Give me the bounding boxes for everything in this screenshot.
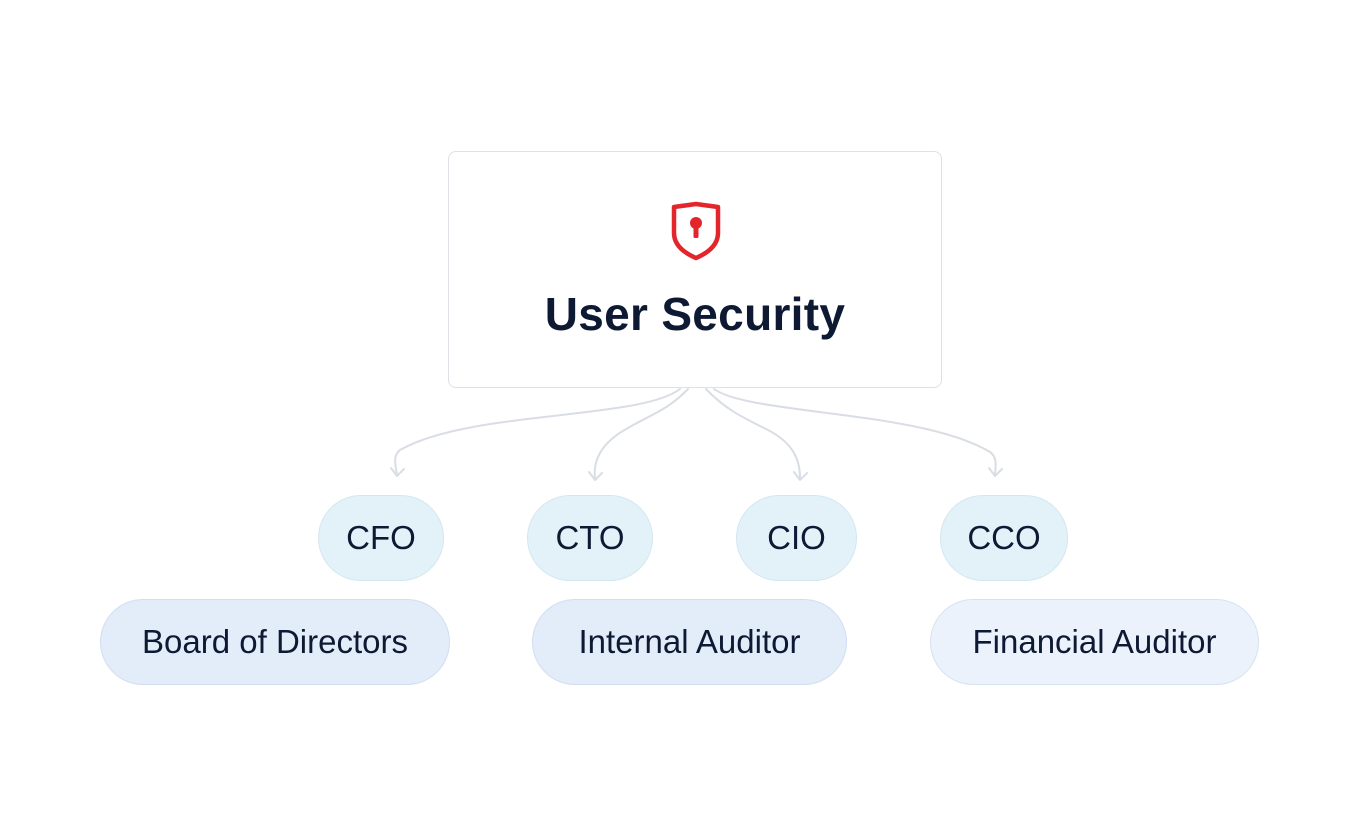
role-node-cio[interactable]: CIO (736, 495, 857, 581)
role-node-cto[interactable]: CTO (527, 495, 653, 581)
connector-cco (713, 388, 997, 475)
connector-cto (593, 388, 689, 479)
arrowhead-cto (588, 471, 603, 481)
arrowhead-cio (793, 471, 808, 481)
group-label: Financial Auditor (972, 623, 1217, 660)
group-label: Internal Auditor (578, 623, 801, 660)
role-label: CCO (967, 519, 1041, 556)
connector-cfo (394, 388, 681, 475)
group-node-financial-auditor[interactable]: Financial Auditor (930, 599, 1259, 685)
group-node-internal-auditor[interactable]: Internal Auditor (532, 599, 847, 685)
shield-keyhole-icon (671, 201, 721, 261)
group-label: Board of Directors (142, 623, 408, 660)
role-node-cco[interactable]: CCO (940, 495, 1068, 581)
role-label: CTO (555, 519, 625, 556)
role-label: CIO (767, 519, 826, 556)
root-node-card[interactable]: User Security (448, 151, 942, 388)
connector-cio (705, 388, 801, 479)
role-node-cfo[interactable]: CFO (318, 495, 444, 581)
arrowhead-cfo (390, 467, 405, 477)
group-node-board-of-directors[interactable]: Board of Directors (100, 599, 450, 685)
arrowhead-cco (988, 467, 1003, 477)
root-node-title: User Security (544, 288, 846, 340)
role-label: CFO (346, 519, 416, 556)
